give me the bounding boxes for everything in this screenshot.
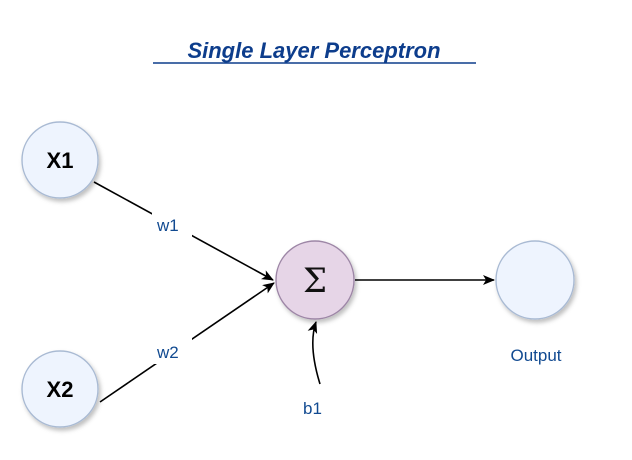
input-node-x1: X1 [21, 121, 99, 199]
w1-label-bg [152, 211, 192, 237]
diagram-title-text: Single Layer Perceptron [187, 38, 440, 63]
input-node-x2-label: X2 [47, 377, 74, 402]
b1-label: b1 [303, 399, 322, 418]
edge-bias-to-sum [307, 321, 321, 385]
output-node: Output [495, 240, 575, 365]
sigma-icon: Σ [303, 261, 327, 301]
summation-node: Σ [275, 240, 355, 320]
w2-label-bg [152, 338, 192, 364]
w2-label: w2 [156, 343, 179, 362]
input-node-x2: X2 [21, 350, 99, 428]
input-node-x1-label: X1 [47, 148, 74, 173]
summation-node-circle [275, 240, 355, 320]
input-node-x2-circle [21, 350, 99, 428]
input-node-x1-circle [21, 121, 99, 199]
output-node-label: Output [510, 346, 561, 365]
diagram-title: Single Layer Perceptron [153, 38, 476, 64]
w1-label: w1 [156, 216, 179, 235]
output-node-circle [495, 240, 575, 320]
